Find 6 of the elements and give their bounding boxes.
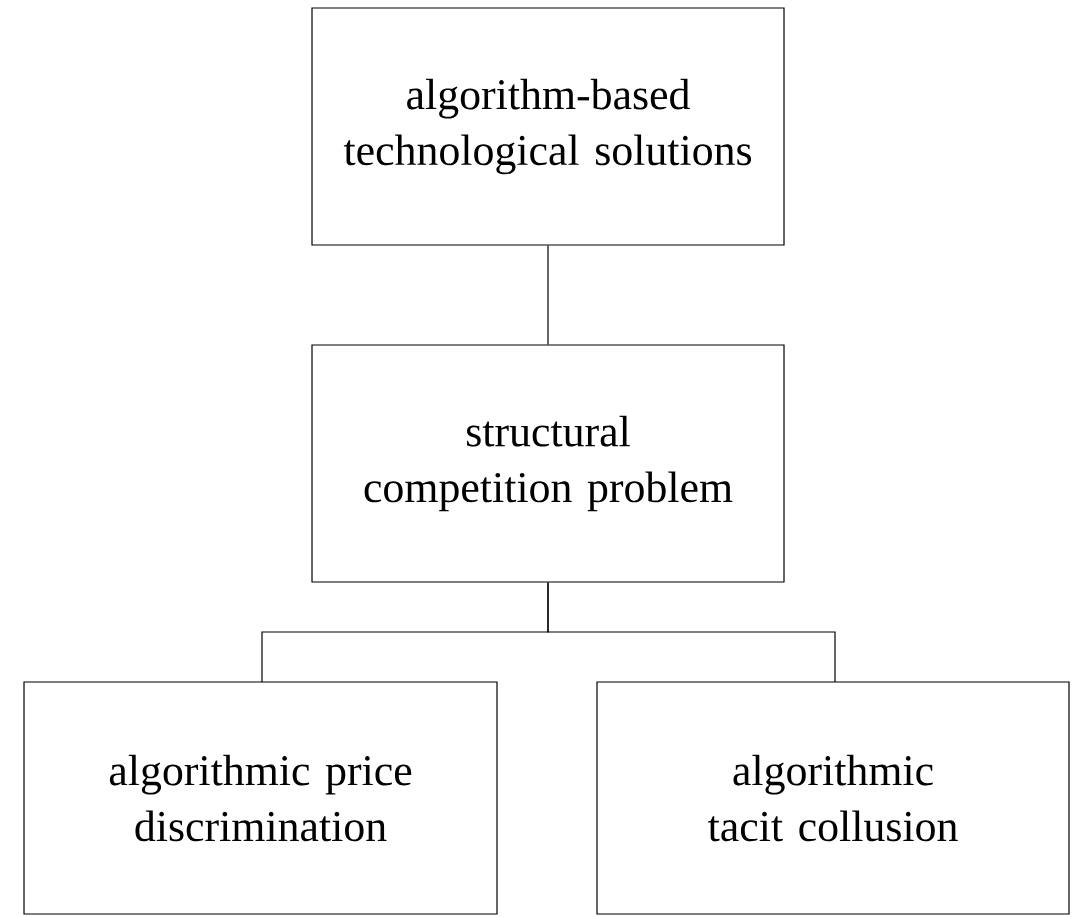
process-box: algorithmic price discrimination [23, 681, 498, 915]
connector-line [547, 582, 836, 683]
process-box: structural competition problem [311, 344, 785, 583]
connector-line [547, 245, 549, 345]
process-box: algorithmic tacit collusion [596, 681, 1070, 915]
process-box: algorithm-based technological solutions [311, 7, 785, 246]
